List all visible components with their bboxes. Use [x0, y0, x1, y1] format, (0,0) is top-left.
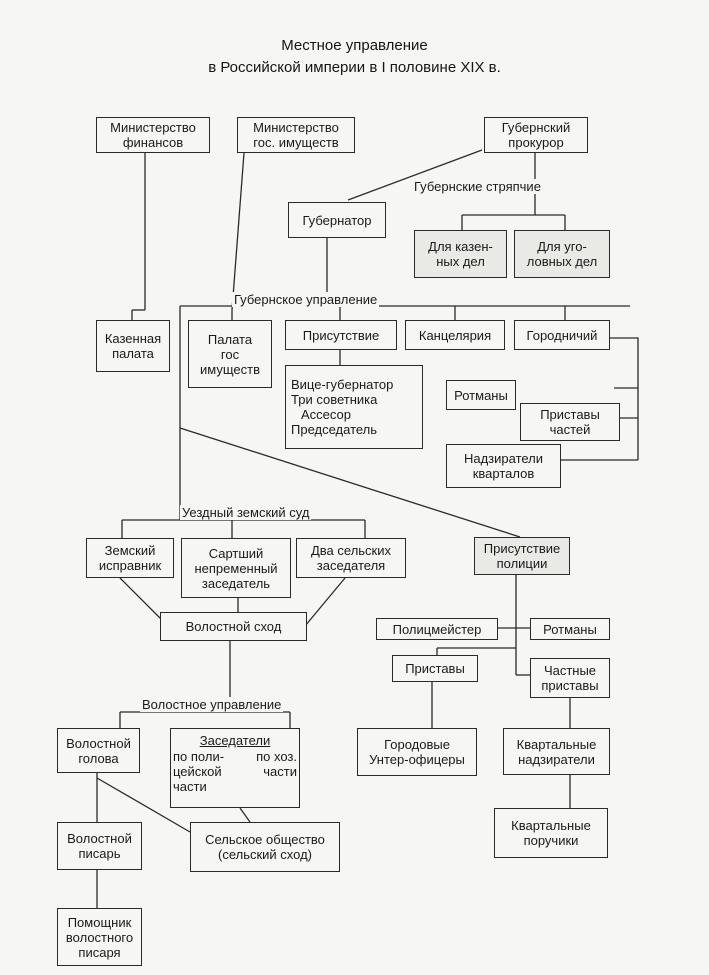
node-criminal-cases: Для уго-ловных дел: [514, 230, 610, 278]
node-rural-society: Сельское общество(сельский сход): [190, 822, 340, 872]
diagram-title-line2: в Российской империи в I половине XIX в.: [208, 59, 501, 76]
node-governor: Губернатор: [288, 202, 386, 238]
label-volost-administration: Волостное управление: [140, 697, 284, 712]
node-presence-composition: Вице-губернатор Три советника Ассесор Пр…: [285, 365, 423, 449]
node-presence: Присутствие: [285, 320, 397, 350]
node-chancellery: Канцелярия: [405, 320, 505, 350]
node-assessors-economic: по хоз.части: [256, 749, 297, 779]
label-district-zemstvo-court: Уездный земский суд: [180, 505, 312, 520]
label-provincial-administration: Губернское управление: [232, 292, 380, 307]
node-fiscal-cases: Для казен-ных дел: [414, 230, 507, 278]
diagram-title-line1: Местное управление: [281, 37, 428, 54]
node-volost-assembly: Волостной сход: [160, 612, 307, 641]
node-bailiffs: Приставы: [392, 655, 478, 682]
label-provincial-solicitors: Губернские стряпчие: [412, 179, 543, 194]
node-rotmany: Ротманы: [446, 380, 516, 410]
node-police-master: Полицмейстер: [376, 618, 498, 640]
node-mayor: Городничий: [514, 320, 610, 350]
node-rotmany-police: Ротманы: [530, 618, 610, 640]
